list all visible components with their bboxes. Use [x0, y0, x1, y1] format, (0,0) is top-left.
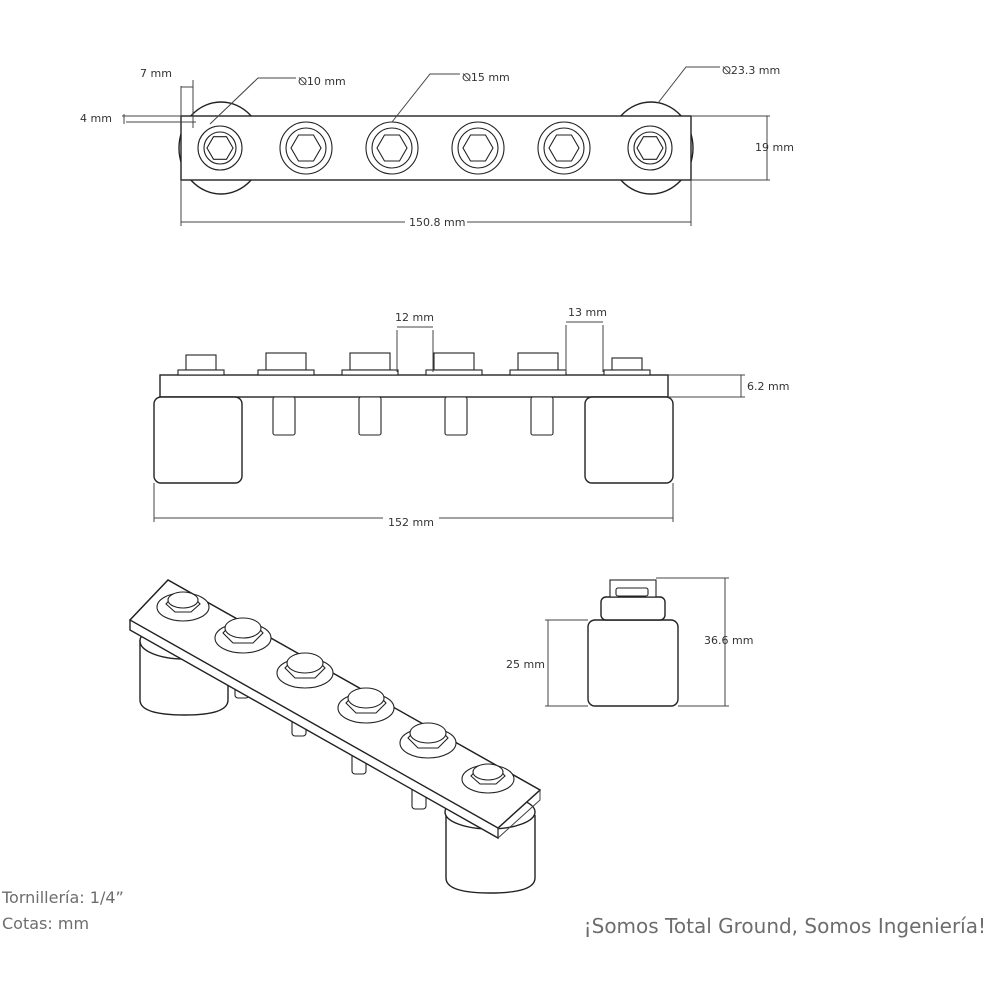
busbar-top — [180, 115, 692, 181]
isometric-view — [128, 579, 542, 894]
dim-insulator-25: 25 mm — [506, 658, 545, 671]
iso-bolt-6 — [461, 763, 515, 794]
top-view: ⦰10 mm ⦰15 mm ⦰23.3 mm 7 mm 4 mm 19 mm 1… — [80, 64, 794, 229]
dim-length-152: 152 mm — [388, 516, 434, 529]
leader-end-diameter — [657, 66, 720, 104]
leader-hole-small — [209, 77, 296, 125]
end-view: 25 mm 36.6 mm — [506, 577, 753, 707]
end-insulator — [587, 619, 679, 707]
iso-bolt-3 — [276, 652, 334, 689]
dim-end-diameter: ⦰23.3 mm — [722, 64, 780, 77]
dim-edge-4: 4 mm — [80, 112, 112, 125]
side-bolt-4 — [425, 352, 483, 436]
side-bolt-2 — [257, 352, 315, 436]
dim-hole-small: ⦰10 mm — [298, 75, 346, 88]
dim-thickness-6-2: 6.2 mm — [747, 380, 789, 393]
side-view: 12 mm 13 mm 6.2 mm 152 mm — [153, 306, 789, 529]
dim-gap-12: 12 mm — [395, 311, 434, 324]
dim-height-19: 19 mm — [755, 141, 794, 154]
side-bolt-5 — [509, 352, 567, 436]
end-bolt-washer — [615, 587, 649, 597]
left-insulator-side — [153, 396, 243, 484]
end-bar-section — [600, 596, 666, 621]
dim-gap-13: 13 mm — [568, 306, 607, 319]
dim-hole-large: ⦰15 mm — [462, 71, 510, 84]
company-slogan: ¡Somos Total Ground, Somos Ingeniería! — [583, 914, 986, 938]
units-note: Cotas: mm — [2, 914, 90, 933]
iso-bolt-5 — [399, 722, 457, 759]
side-bolt-1 — [177, 354, 225, 376]
iso-bolt-4 — [337, 687, 395, 724]
leader-hole-large — [391, 73, 460, 123]
iso-bolt-1 — [156, 591, 210, 622]
bolt-hole-1 — [197, 125, 243, 171]
side-bolt-3 — [341, 352, 399, 436]
busbar-side — [159, 374, 669, 398]
bolt-note: Tornillería: 1/4” — [2, 888, 124, 907]
side-bolt-6 — [603, 357, 651, 376]
bolt-hole-3 — [365, 121, 419, 175]
bolt-hole-6 — [627, 125, 673, 171]
iso-bolt-2 — [214, 617, 272, 654]
right-insulator-side — [584, 396, 674, 484]
bolt-hole-5 — [537, 121, 591, 175]
dim-total-36-6: 36.6 mm — [704, 634, 753, 647]
bolt-hole-4 — [451, 121, 505, 175]
bolt-hole-2 — [279, 121, 333, 175]
dim-edge-7: 7 mm — [140, 67, 172, 80]
dim-length-150-8: 150.8 mm — [409, 216, 465, 229]
